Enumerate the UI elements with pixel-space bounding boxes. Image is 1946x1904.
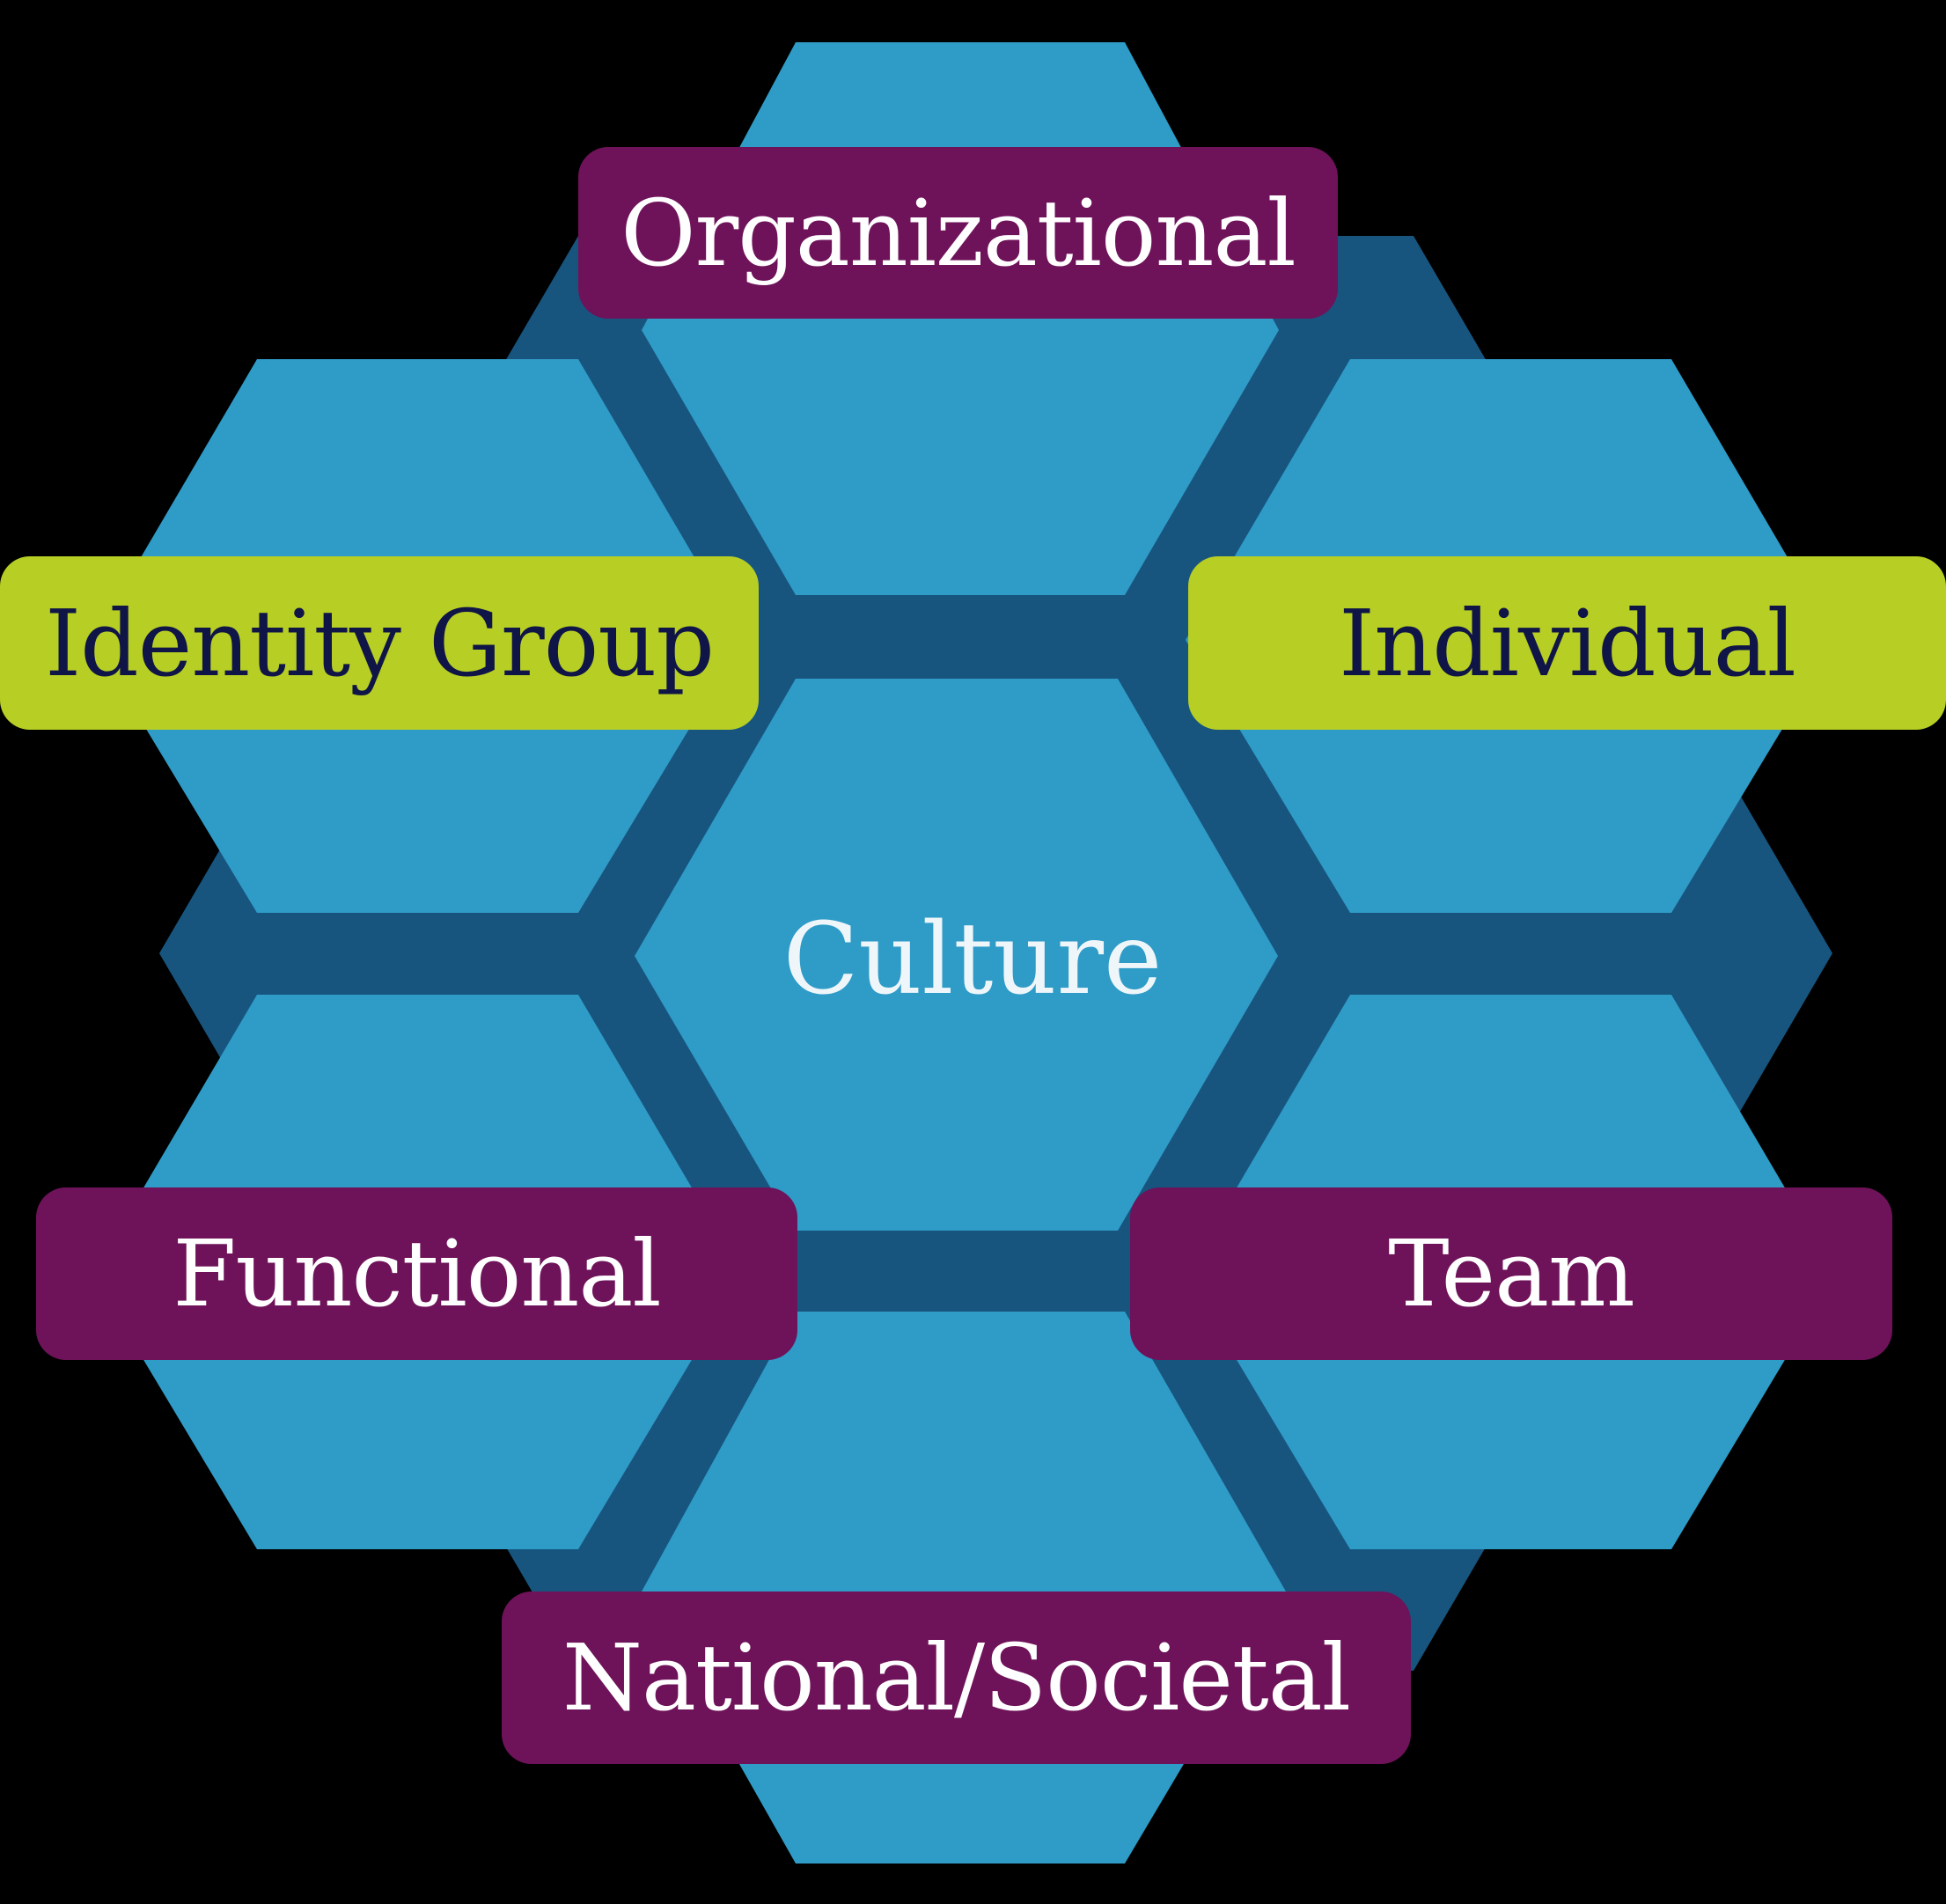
label-team: Team [1130, 1187, 1892, 1360]
center-label: Culture [782, 902, 1163, 1017]
label-individual: Individual [1188, 556, 1946, 730]
hexagon-center [635, 679, 1278, 1231]
label-identity-group: Identity Group [0, 556, 759, 730]
label-organizational: Organizational [578, 147, 1338, 319]
label-functional: Functional [36, 1187, 797, 1360]
label-national-societal: National/Societal [502, 1592, 1411, 1764]
